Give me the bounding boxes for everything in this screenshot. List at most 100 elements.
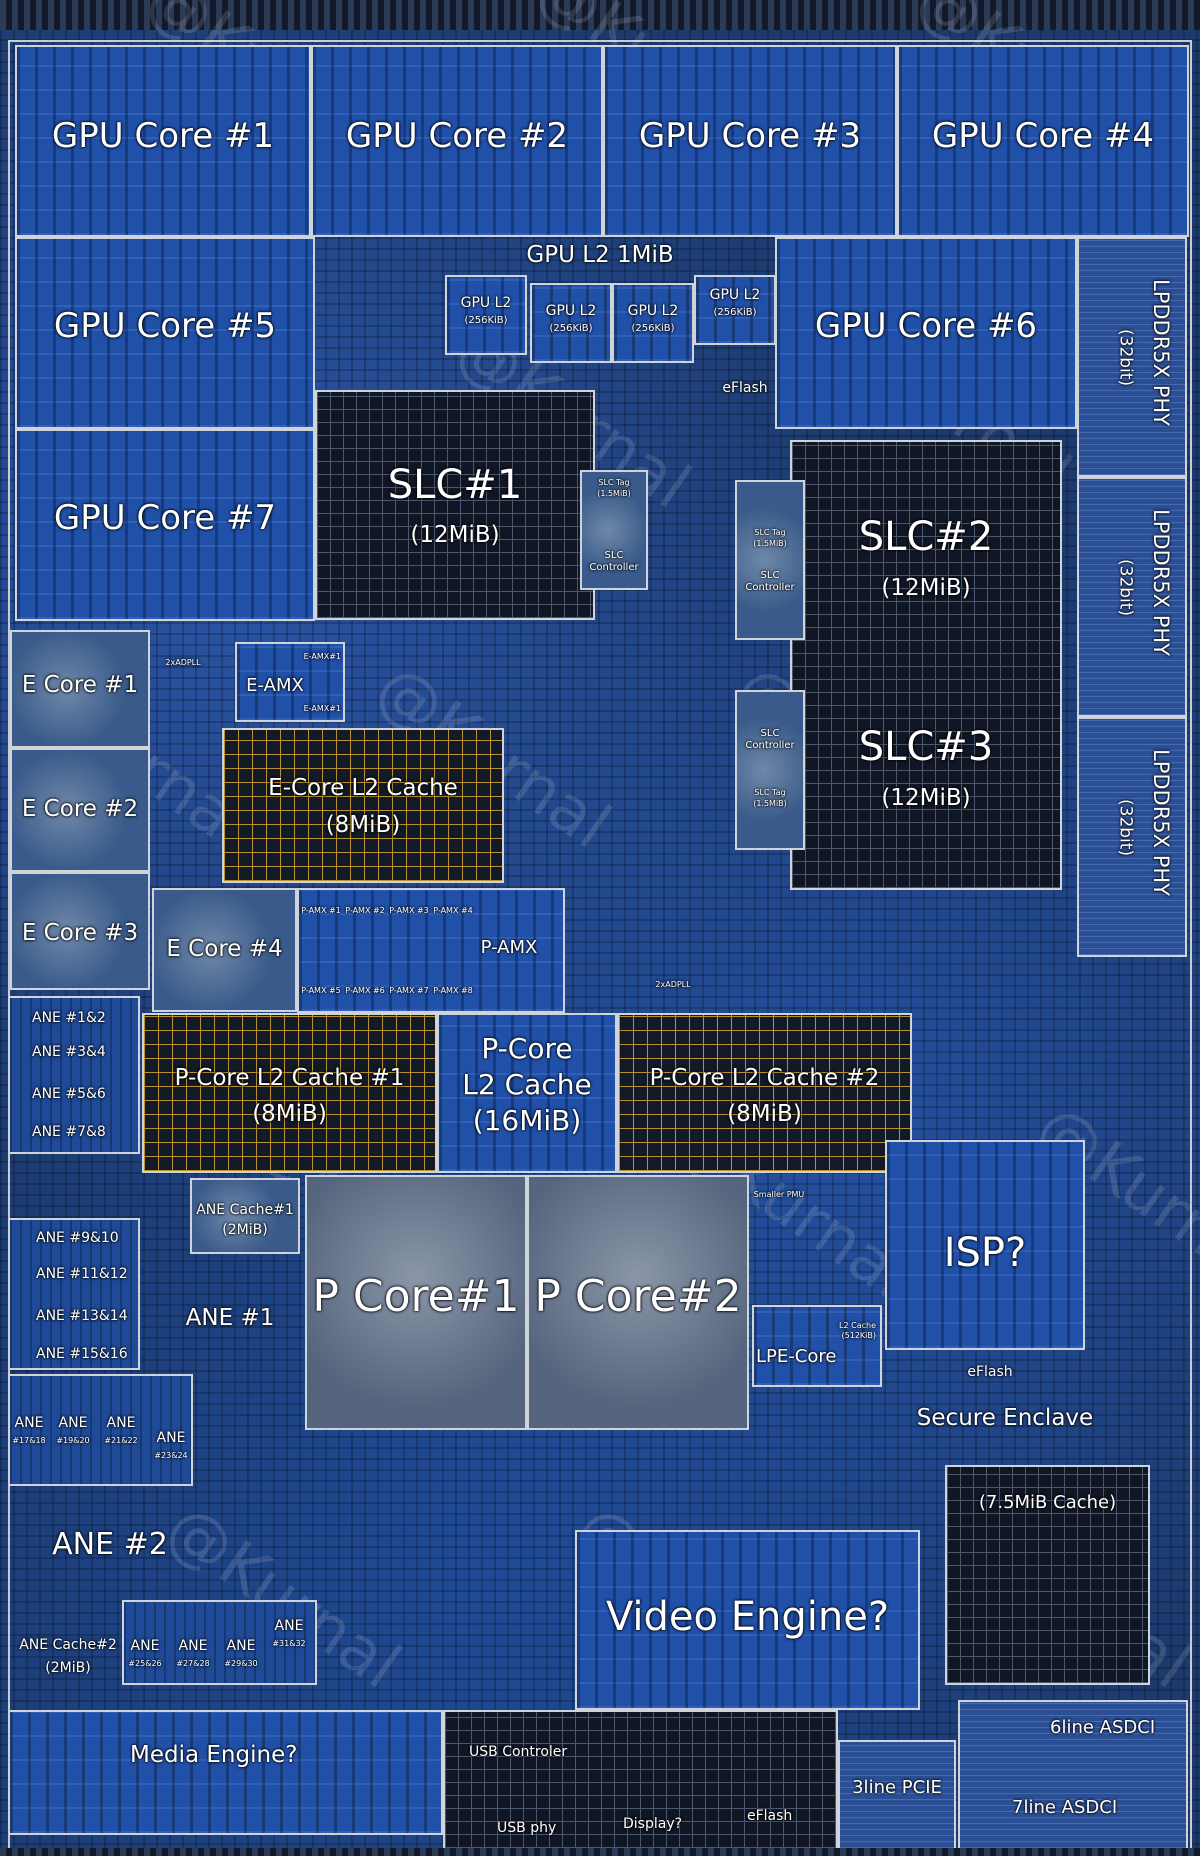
lpe-l2-size: (512KiB) [841, 1331, 876, 1340]
e-core-l2-label: E-Core L2 Cache [268, 775, 458, 801]
p-amx-unit-5: P-AMX #5 [301, 986, 341, 995]
gpu-core-7-label: GPU Core #7 [53, 498, 277, 538]
slc-3-label: SLC#3 [858, 724, 994, 770]
video-engine: Video Engine? [575, 1530, 920, 1710]
ane-pair-9-10: ANE #9&10 [36, 1230, 119, 1246]
gpu-core-3-label: GPU Core #3 [638, 116, 862, 156]
slc-1-label: SLC#1 [387, 462, 523, 508]
usb-phy-label: USB phy [497, 1820, 557, 1836]
p-core-2: P Core#2 [527, 1175, 749, 1430]
secure-enclave-eflash-label: eFlash [967, 1364, 1013, 1380]
ane-pairs-group-a: ANE #1&2 ANE #3&4 ANE #5&6 ANE #7&8 [8, 996, 140, 1154]
ane-27-28-a: ANE [178, 1638, 208, 1654]
gpu-l2-slice-1-label: GPU L2 [460, 295, 512, 311]
smaller-pmu-label: Smaller PMU [753, 1190, 805, 1199]
ane-cache-1-size: (2MiB) [222, 1222, 268, 1238]
gpu-core-1-label: GPU Core #1 [51, 116, 275, 156]
ane-29-30-a: ANE [226, 1638, 256, 1654]
lpddr5x-phy-2-width: (32bit) [1115, 559, 1136, 617]
ane-cache-1-label: ANE Cache#1 [196, 1202, 294, 1218]
asdci-7-label: 7line ASDCI [1012, 1797, 1118, 1818]
ane-17-18-a: ANE [14, 1415, 44, 1431]
p-amx-label: P-AMX [480, 937, 538, 958]
ane-small-bottom-row [122, 1600, 317, 1685]
e-amx-unit-2-label: E-AMX#1 [303, 704, 341, 713]
gpu-core-2-label: GPU Core #2 [345, 116, 569, 156]
asdci-region: 6line ASDCI 7line ASDCI [958, 1700, 1188, 1850]
p-core-1: P Core#1 [305, 1175, 527, 1430]
media-engine-label: Media Engine? [130, 1742, 298, 1768]
p-amx-unit-2: P-AMX #2 [345, 906, 385, 915]
slc-2-controller-label: SLC Controller [745, 570, 795, 593]
gpu-core-6: GPU Core #6 [775, 237, 1077, 429]
lpddr5x-phy-1-label: LPDDR5X PHY [1149, 279, 1174, 426]
p-core-l2-2-size: (8MiB) [727, 1101, 802, 1127]
ane-25-26-b: #25&26 [128, 1659, 162, 1668]
video-engine-label: Video Engine? [605, 1594, 890, 1640]
asdci-6-label: 6line ASDCI [1050, 1717, 1156, 1738]
ane-23-24-a: ANE [156, 1430, 186, 1446]
slc-2-tag-label: SLC Tag [754, 528, 786, 537]
e-core-1: E Core #1 [10, 630, 150, 748]
slc-1-size: (12MiB) [410, 522, 500, 548]
e-core-l2-cache: E-Core L2 Cache (8MiB) [222, 728, 504, 883]
ane-pair-7-8: ANE #7&8 [32, 1124, 106, 1140]
ane-21-22-b: #21&22 [104, 1436, 138, 1445]
ane-31-32-a: ANE [274, 1618, 304, 1634]
ane-1-label: ANE #1 [185, 1305, 275, 1331]
gpu-l2-slice-1-size: (256KiB) [464, 315, 508, 326]
gpu-core-7: GPU Core #7 [15, 429, 315, 621]
ane-23-24-b: #23&24 [154, 1451, 188, 1460]
media-engine: Media Engine? [8, 1710, 443, 1835]
ane-29-30-b: #29&30 [224, 1659, 258, 1668]
p-amx-unit-8: P-AMX #8 [433, 986, 473, 995]
slc-2-tag-size: (1.5MiB) [753, 539, 787, 548]
p-core-l2-cache-2: P-Core L2 Cache #2 (8MiB) [617, 1013, 912, 1173]
ane-27-28-b: #27&28 [176, 1659, 210, 1668]
io-pad-row-top [0, 0, 1200, 30]
gpu-core-5-label: GPU Core #5 [53, 306, 277, 346]
lpddr5x-phy-3-width: (32bit) [1115, 799, 1136, 857]
lpddr5x-phy-2: LPDDR5X PHY (32bit) [1077, 477, 1187, 717]
ane-pair-13-14: ANE #13&14 [36, 1308, 128, 1324]
e-core-3-label: E Core #3 [21, 920, 139, 946]
secure-enclave-cache: (7.5MiB Cache) [945, 1465, 1150, 1685]
slc-1-tag-size: (1.5MiB) [597, 489, 631, 498]
p-core-l2-cache-1: P-Core L2 Cache #1 (8MiB) [142, 1013, 437, 1173]
usb-controller-label: USB Controler [469, 1744, 568, 1760]
ane-25-26-a: ANE [130, 1638, 160, 1654]
isp: ISP? [885, 1140, 1085, 1350]
slc-3-size: (12MiB) [881, 785, 971, 811]
p-core-2-label: P Core#2 [534, 1271, 742, 1322]
slc-2-size: (12MiB) [881, 575, 971, 601]
slc-2-3: SLC#2 (12MiB) SLC#3 (12MiB) [790, 440, 1062, 890]
ane-19-20-a: ANE [58, 1415, 88, 1431]
lpe-l2-label: L2 Cache [839, 1321, 876, 1330]
e-adpll-label: 2xADPLL [165, 658, 201, 667]
gpu-l2-title: GPU L2 1MiB [526, 242, 674, 268]
lpddr5x-phy-3-label: LPDDR5X PHY [1149, 749, 1174, 896]
lpddr5x-phy-2-label: LPDDR5X PHY [1149, 509, 1174, 656]
p-amx-unit-1: P-AMX #1 [301, 906, 341, 915]
slc-3-tag-size: (1.5MiB) [753, 799, 787, 808]
p-amx-unit-3: P-AMX #3 [389, 906, 429, 915]
p-core-l2-shared-size: (16MiB) [472, 1104, 582, 1137]
ane-pairs-group-b: ANE #9&10 ANE #11&12 ANE #13&14 ANE #15&… [8, 1218, 140, 1370]
pcie: 3line PCIE [838, 1740, 956, 1850]
gpu-l2-slice-2-label: GPU L2 [545, 303, 597, 319]
slc-1-controller: SLC Tag (1.5MiB) SLC Controller [580, 470, 648, 590]
e-core-1-label: E Core #1 [21, 672, 139, 698]
e-core-3: E Core #3 [10, 872, 150, 990]
gpu-l2-slice-2-size: (256KiB) [549, 323, 593, 334]
secure-enclave-label: Secure Enclave [916, 1405, 1094, 1431]
p-core-l2-shared-line1: P-Core [481, 1032, 573, 1065]
p-core-l2-2-label: P-Core L2 Cache #2 [649, 1065, 880, 1091]
p-adpll-label: 2xADPLL [655, 980, 691, 989]
e-core-l2-size: (8MiB) [325, 812, 401, 838]
p-core-l2-1-size: (8MiB) [252, 1101, 327, 1127]
p-core-1-label: P Core#1 [312, 1271, 520, 1322]
bottom-eflash-label: eFlash [747, 1808, 793, 1824]
e-amx-label: E-AMX [246, 675, 304, 696]
e-core-4-label: E Core #4 [166, 936, 283, 962]
p-core-l2-shared: P-Core L2 Cache (16MiB) [437, 1013, 617, 1173]
